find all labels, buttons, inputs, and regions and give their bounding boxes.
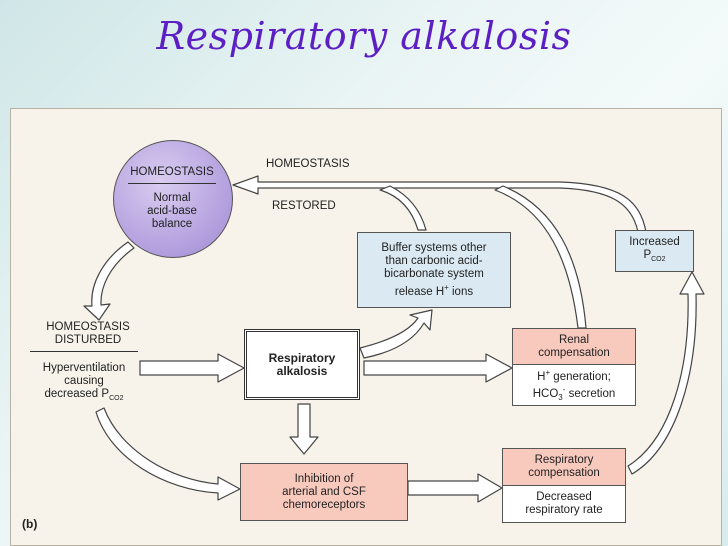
buffer-systems-box: Buffer systems other than carbonic acid-… <box>357 232 511 308</box>
arrow-alkalosis-to-buffer <box>359 309 433 359</box>
disturbed-divider <box>30 351 138 352</box>
buffer-line-4: release H+ ions <box>394 282 474 298</box>
arrow-renal-to-restored <box>494 185 587 329</box>
disturbed-cause-1: Hyperventilation <box>42 362 126 374</box>
circle-line-1: Normal <box>153 192 191 204</box>
inhibition-box: Inhibition of arterial and CSF chemorece… <box>240 463 408 521</box>
arrow-inhibition-to-respcomp <box>407 473 503 503</box>
arrow-buffer-to-restored <box>379 185 427 231</box>
label-restored: RESTORED <box>272 200 336 212</box>
disturbed-cause-2: causing <box>64 375 104 387</box>
respcomp-head-2: compensation <box>528 467 600 479</box>
slide-title: Respiratory alkalosis <box>156 14 572 58</box>
buffer-line-3: bicarbonate system <box>384 267 484 280</box>
buffer-line-1: Buffer systems other <box>381 241 487 254</box>
circle-line-3: balance <box>151 218 193 230</box>
circle-heading: HOMEOSTASIS <box>130 166 214 178</box>
inhibition-line-2: arterial and CSF <box>282 485 366 498</box>
respiratory-compensation-body: Decreased respiratory rate <box>502 485 626 523</box>
respiratory-compensation-head: Respiratory compensation <box>502 448 626 486</box>
renal-head-2: compensation <box>538 346 610 359</box>
buffer-line-2: than carbonic acid- <box>385 254 483 267</box>
disturbed-line-2: DISTURBED <box>54 334 122 346</box>
respiratory-alkalosis-box: Respiratory alkalosis <box>244 329 360 400</box>
label-homeostasis: HOMEOSTASIS <box>266 158 350 170</box>
increased-pco2-box: Increased PCO2 <box>615 230 694 272</box>
figure-label: (b) <box>22 517 38 531</box>
arrow-respcomp-to-increased <box>627 271 705 475</box>
increased-line-1: Increased <box>629 236 680 248</box>
arrow-to-alkalosis <box>139 353 245 383</box>
arrow-circle-to-disturbed <box>83 241 135 321</box>
arrow-alkalosis-to-inhibition <box>289 403 319 455</box>
renal-compensation-head: Renal compensation <box>512 328 636 365</box>
renal-body-1: H+ generation; <box>537 367 611 383</box>
renal-compensation-body: H+ generation; HCO3- secretion <box>512 364 636 406</box>
disturbed-cause-3: decreased PCO2 <box>44 388 124 402</box>
disturbed-line-1: HOMEOSTASIS <box>46 321 130 333</box>
renal-head-1: Renal <box>558 333 590 346</box>
circle-line-2: acid-base <box>147 205 197 217</box>
alkalosis-line-1: Respiratory <box>268 350 336 365</box>
respcomp-body-2: respiratory rate <box>525 504 603 516</box>
inhibition-line-3: chemoreceptors <box>282 498 366 511</box>
respcomp-head-1: Respiratory <box>534 454 594 466</box>
renal-body-2: HCO3- secretion <box>532 385 616 403</box>
arrow-disturbed-to-inhibition <box>95 407 241 501</box>
homeostasis-circle <box>113 140 233 258</box>
circle-divider <box>128 183 216 184</box>
inhibition-line-1: Inhibition of <box>294 472 354 485</box>
arrow-alkalosis-to-renal <box>363 353 513 383</box>
alkalosis-line-2: alkalosis <box>276 363 328 378</box>
increased-line-2: PCO2 <box>643 249 666 263</box>
arrow-homeostasis-restored <box>232 175 647 233</box>
respcomp-body-1: Decreased <box>536 491 592 503</box>
